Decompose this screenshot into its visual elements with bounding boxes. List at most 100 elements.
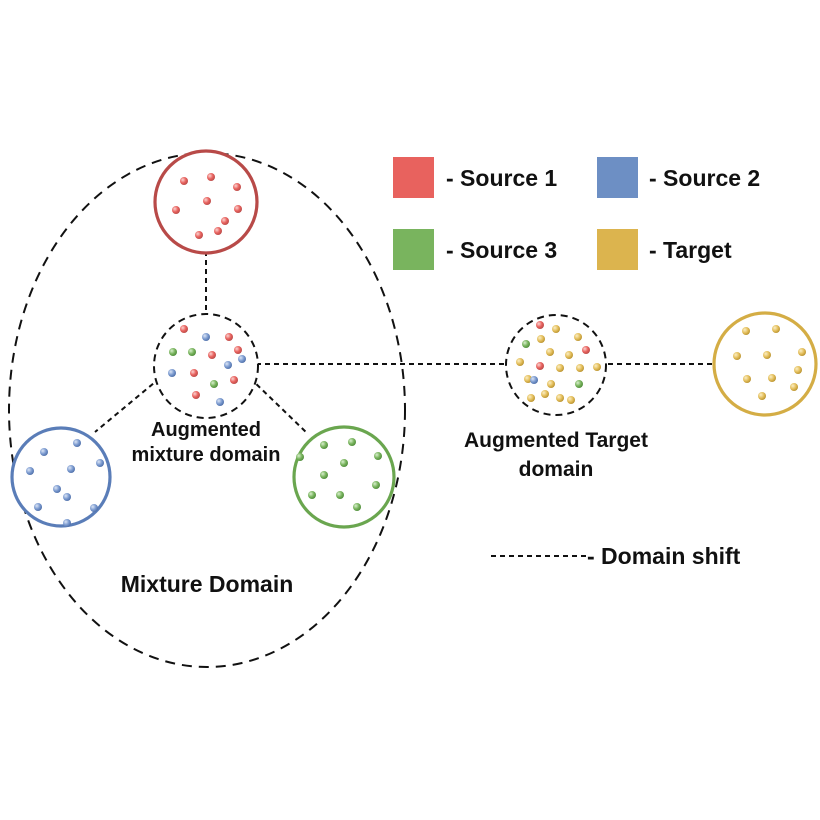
source1-point xyxy=(203,197,211,205)
source1-point xyxy=(234,346,242,354)
source3-domain xyxy=(292,425,396,529)
target-point xyxy=(537,335,545,343)
target-point xyxy=(576,364,584,372)
source2-point xyxy=(73,439,81,447)
source3-point xyxy=(188,348,196,356)
source1-point xyxy=(214,227,222,235)
target-point xyxy=(541,390,549,398)
source2-point xyxy=(40,448,48,456)
source3-point xyxy=(353,503,361,511)
target-point xyxy=(527,394,535,402)
augmented-target-label-line1: Augmented Target xyxy=(464,429,648,452)
legend-label-target: - Target xyxy=(649,237,732,263)
target-point xyxy=(768,374,776,382)
target-point xyxy=(790,383,798,391)
source1-point xyxy=(180,177,188,185)
target-point xyxy=(733,352,741,360)
augmented-target-ring xyxy=(505,314,607,416)
source2-point xyxy=(67,465,75,473)
augmented-mixture-domain xyxy=(153,313,259,419)
legend-swatch-target xyxy=(597,229,638,270)
legend-swatch-source2 xyxy=(597,157,638,198)
source3-point xyxy=(372,481,380,489)
source1-point xyxy=(536,362,544,370)
shift-line-source3-mix xyxy=(249,377,309,435)
source3-point xyxy=(210,380,218,388)
source2-point xyxy=(53,485,61,493)
target-point xyxy=(565,351,573,359)
target-point xyxy=(758,392,766,400)
source3-point xyxy=(348,438,356,446)
mixture-domain-label: Mixture Domain xyxy=(121,571,294,597)
target-point xyxy=(574,333,582,341)
legend-label-domain-shift: - Domain shift xyxy=(587,543,741,569)
target-point xyxy=(593,363,601,371)
source3-point xyxy=(169,348,177,356)
source2-point xyxy=(202,333,210,341)
source2-point xyxy=(34,503,42,511)
target-point xyxy=(772,325,780,333)
target-point xyxy=(547,380,555,388)
target-point xyxy=(798,348,806,356)
source1-point xyxy=(234,205,242,213)
legend-label-source1: - Source 1 xyxy=(446,165,557,191)
source3-point xyxy=(340,459,348,467)
legend-label-source3: - Source 3 xyxy=(446,237,557,263)
source3-point xyxy=(308,491,316,499)
source2-point xyxy=(224,361,232,369)
source1-point xyxy=(195,231,203,239)
source1-point xyxy=(582,346,590,354)
target-point xyxy=(743,375,751,383)
source2-point xyxy=(238,355,246,363)
augmented-mixture-label-line1: Augmented xyxy=(151,419,261,441)
source1-point xyxy=(208,351,216,359)
target-point xyxy=(524,375,532,383)
target-point xyxy=(794,366,802,374)
target-points xyxy=(733,325,806,400)
legend: - Source 1 - Source 2 - Source 3 - Targe… xyxy=(393,157,760,569)
source1-point xyxy=(221,217,229,225)
source2-point xyxy=(168,369,176,377)
source2-point xyxy=(63,493,71,501)
source3-point xyxy=(522,340,530,348)
source1-point xyxy=(192,391,200,399)
source2-point xyxy=(530,376,538,384)
source3-point xyxy=(374,452,382,460)
target-point xyxy=(546,348,554,356)
augmented-mixture-ring xyxy=(153,313,259,419)
augmented-target-points xyxy=(516,321,601,404)
source2-domain xyxy=(10,426,112,528)
source1-point xyxy=(230,376,238,384)
source2-point xyxy=(216,398,224,406)
augmented-target-domain xyxy=(505,314,607,416)
source2-points xyxy=(26,439,104,527)
source1-point xyxy=(225,333,233,341)
source1-points xyxy=(172,173,242,239)
target-point xyxy=(516,358,524,366)
source3-point xyxy=(575,380,583,388)
source1-point xyxy=(180,325,188,333)
legend-label-source2: - Source 2 xyxy=(649,165,760,191)
augmented-target-label-line2: domain xyxy=(519,458,594,481)
source3-point xyxy=(296,453,304,461)
target-point xyxy=(567,396,575,404)
legend-swatch-source1 xyxy=(393,157,434,198)
target-point xyxy=(763,351,771,359)
target-domain xyxy=(712,311,818,417)
target-ring xyxy=(712,311,818,417)
source1-point xyxy=(172,206,180,214)
source1-point xyxy=(536,321,544,329)
source2-point xyxy=(96,459,104,467)
augmented-mixture-label-line2: mixture domain xyxy=(132,444,281,466)
augmented-mixture-points xyxy=(168,325,246,406)
source3-point xyxy=(320,471,328,479)
source1-domain xyxy=(153,149,259,255)
source3-point xyxy=(320,441,328,449)
source1-point xyxy=(190,369,198,377)
target-point xyxy=(556,364,564,372)
target-point xyxy=(742,327,750,335)
target-point xyxy=(556,394,564,402)
source3-point xyxy=(336,491,344,499)
source3-points xyxy=(296,438,382,511)
